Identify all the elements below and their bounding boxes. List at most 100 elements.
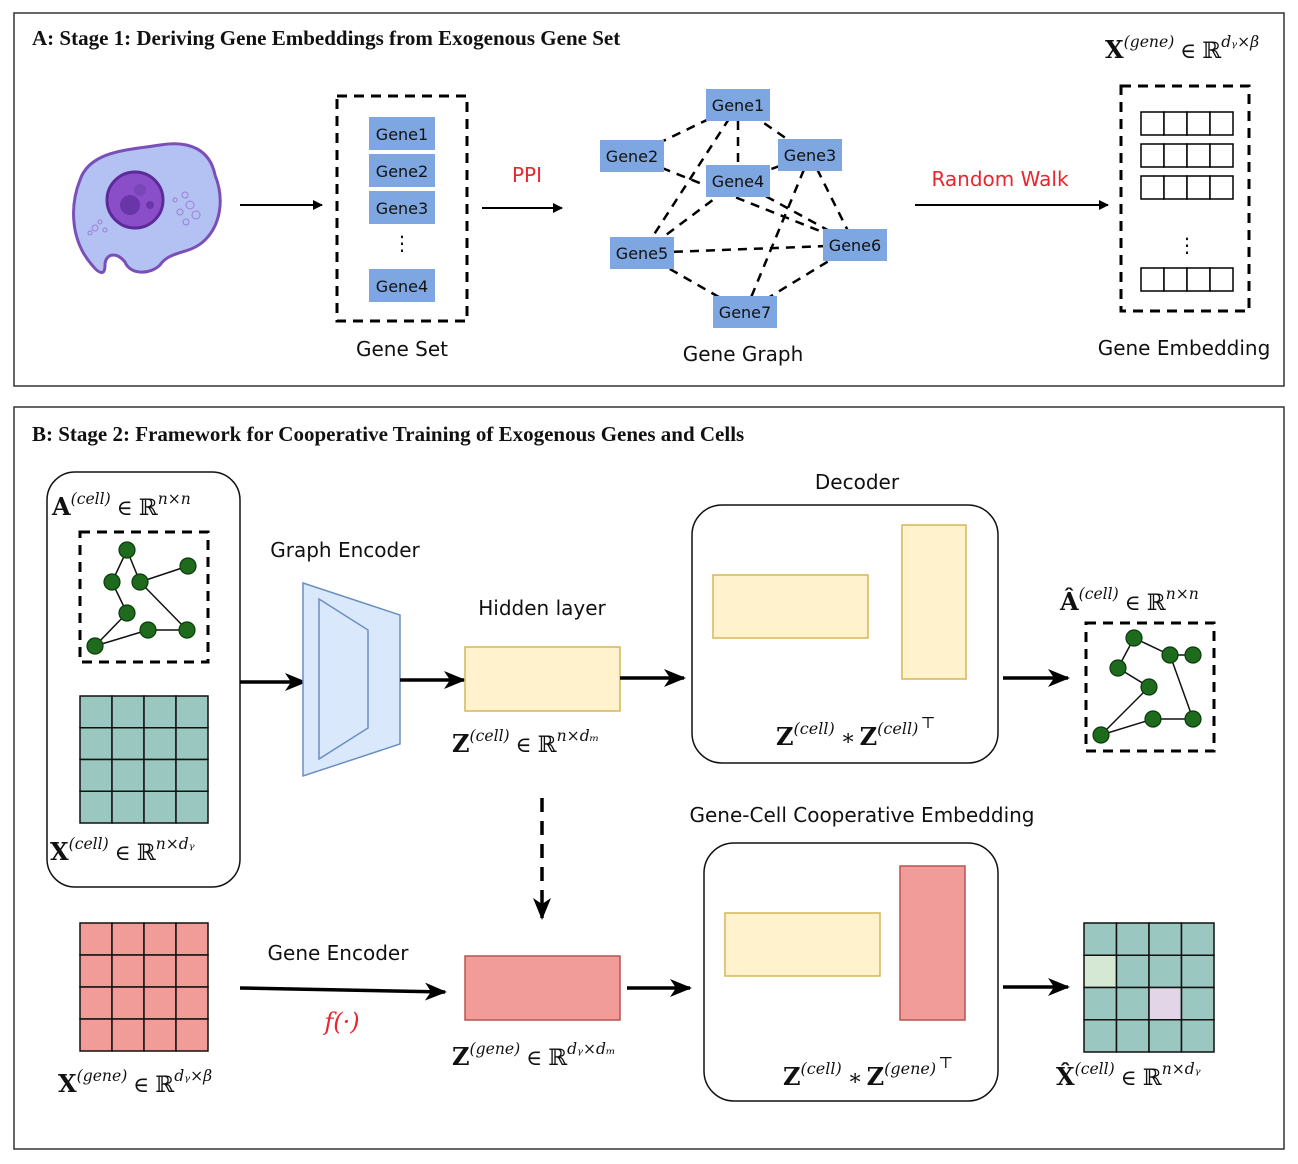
a-cell-graph [86,541,197,655]
node-edge [139,581,188,631]
embedding-row [1140,175,1234,200]
matrix-cell [79,727,113,761]
gene-embedding-label: Gene Embedding [1098,336,1271,360]
embedding-cell [1209,175,1234,200]
embedding-cell [1186,111,1211,136]
z-cell-formula: Z(cell)∈ℝn×dₘ [452,727,599,758]
gene-box [823,229,887,261]
matrix-cell [1148,1019,1183,1053]
hidden-layer-label: Hidden layer [478,596,606,620]
matrix-cell [143,758,177,792]
decoder-zt-block [901,524,967,680]
matrix-cell [1115,1019,1150,1053]
graph-encoder-label: Graph Encoder [270,538,420,562]
gene-box [369,117,435,150]
graph-node: Gene2 [600,140,664,172]
embedding-cell [1163,111,1188,136]
embedding-cell [1209,143,1234,168]
gene-box [369,191,435,224]
x-gene-matrix [79,922,209,1052]
graph-node: Gene7 [713,296,777,328]
matrix-cell [143,954,177,988]
graph-node-dot [1184,646,1202,664]
matrix-cell [1180,922,1215,956]
gene-name: Gene3 [784,146,836,165]
matrix-cell [175,1018,209,1052]
graph-node-dot [118,604,136,622]
z-gene-formula: Z(gene)∈ℝdᵧ×dₘ [452,1040,616,1071]
graph-node-dot [86,637,104,655]
matrix-cell [143,922,177,956]
stage2-panel [13,406,1285,1150]
gene-set-label: Gene Set [356,337,448,361]
embedding-cell [1186,267,1211,292]
graph-node: Gene5 [610,237,674,269]
matrix-cell [1115,954,1150,989]
gene-box [369,269,435,302]
graph-node-dot [179,557,197,575]
formula-text: X̂(cell)∈ℝn×dᵧ [1056,1060,1201,1091]
cell-icon [72,142,222,274]
matrix-cell [1083,954,1118,989]
matrix-cell [1148,986,1183,1021]
gene-name: Gene4 [376,277,428,296]
gene-box [713,296,777,328]
matrix-cell [1115,922,1150,956]
graph-edges [631,103,857,314]
gene-encoder-arrow [239,982,447,1001]
embedding-cell [1186,175,1211,200]
embedding-cell [1163,175,1188,200]
matrix-cell [143,1018,177,1052]
gene-set-box [335,94,469,323]
graph-node: Gene6 [823,229,887,261]
gene-box [706,165,770,197]
graph-node-dot [1109,659,1127,677]
z-gene-block [464,955,621,1021]
formula-text: Z(cell)∈ℝn×dₘ [452,727,599,758]
gene-box [706,89,770,121]
graph-encoder-icon [302,581,401,778]
coop-z-gene-t-block [899,865,966,1021]
gene-name: Gene6 [829,236,881,255]
embedding-cell [1140,143,1165,168]
x-hat-formula: X̂(cell)∈ℝn×dᵧ [1056,1060,1201,1091]
gene-set-item: Gene2 [369,154,435,187]
formula-text: X(cell)∈ℝn×dᵧ [50,835,195,866]
coop-z-cell-block [724,912,881,977]
gene-box [369,154,435,187]
embedding-rows: ⋮ [1140,111,1234,292]
gene-name: Gene4 [712,172,764,191]
graph-node-dot [1092,726,1110,744]
gene-name: Gene2 [376,162,428,181]
matrix-cell [1083,922,1118,956]
embedding-cell [1209,111,1234,136]
gene-embedding-box [1119,84,1251,313]
gene-box [600,140,664,172]
embedding-cell [1163,267,1188,292]
formula-text: X(gene)∈ℝdᵧ×β [1105,33,1259,64]
graph-node-dot [131,573,149,591]
gene-set-item: Gene1 [369,117,435,150]
graph-edge [737,153,811,183]
matrix-cell [175,954,209,988]
formula-text: Z(cell)∗Z(cell)⊤ [776,713,935,751]
matrix-cell [111,727,145,761]
matrix-cell [79,758,113,792]
a-hat-formula: Â(cell)∈ℝn×n [1059,585,1199,616]
gene-set-item: Gene4 [369,269,435,302]
matrix-cell [79,790,113,824]
gene-name: Gene7 [719,303,771,322]
matrix-cell [175,790,209,824]
graph-edge [640,104,740,254]
formula-text: X(gene)∈ℝdᵧ×β [58,1067,212,1098]
random-walk-label: Random Walk [931,167,1068,191]
graph-edge [641,243,856,255]
matrix-cell [79,922,113,956]
matrix-cell [1083,1019,1118,1053]
gene-name: Gene1 [712,96,764,115]
x-gene-formula-top: X(gene)∈ℝdᵧ×β [1105,33,1259,64]
graph-node-dot [178,621,196,639]
